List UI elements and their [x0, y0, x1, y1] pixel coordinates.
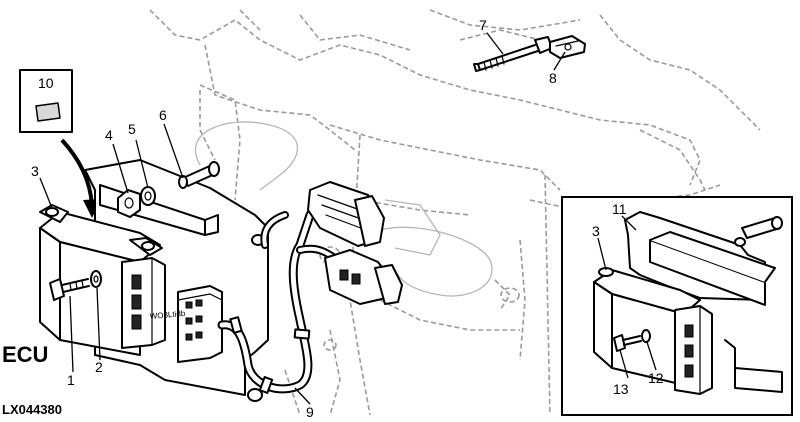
callout-leaders	[39, 32, 566, 405]
callout-2: 2	[95, 359, 103, 375]
figure-code: LX044380	[2, 402, 62, 417]
connector-marking: WO3Ltidb	[149, 309, 186, 321]
washer-5-icon	[140, 186, 156, 206]
ecu-label: ECU	[2, 342, 48, 367]
stud-6-icon	[178, 161, 220, 189]
upper-connector-pair	[307, 181, 441, 256]
inset-callout-11: 11	[612, 201, 627, 217]
callout-5: 5	[128, 121, 136, 137]
callout-7: 7	[479, 17, 487, 33]
inset-callout-13: 13	[613, 381, 629, 397]
inset-callout-3: 3	[592, 223, 600, 239]
lower-connector-pair	[324, 249, 403, 305]
callout-10: 10	[38, 75, 54, 91]
callout-4: 4	[105, 127, 113, 143]
inset-callout-12: 12	[648, 370, 664, 386]
bolt-7-icon	[473, 36, 553, 72]
callout-9: 9	[306, 404, 314, 420]
callout-3: 3	[31, 163, 39, 179]
inset-detail-view: 3 11 12 13	[561, 196, 793, 416]
callout-1: 1	[67, 372, 75, 388]
nut-4-icon	[117, 189, 141, 218]
callout-6: 6	[159, 107, 167, 123]
ecu-module-3	[39, 204, 166, 356]
clip-8-icon	[549, 35, 586, 59]
harness-connector: WO3Ltidb	[149, 285, 223, 363]
washer-2-icon	[90, 270, 102, 288]
label-kit-10-icon	[19, 69, 73, 133]
screw-1-icon	[49, 278, 90, 301]
callout-8: 8	[549, 70, 557, 86]
